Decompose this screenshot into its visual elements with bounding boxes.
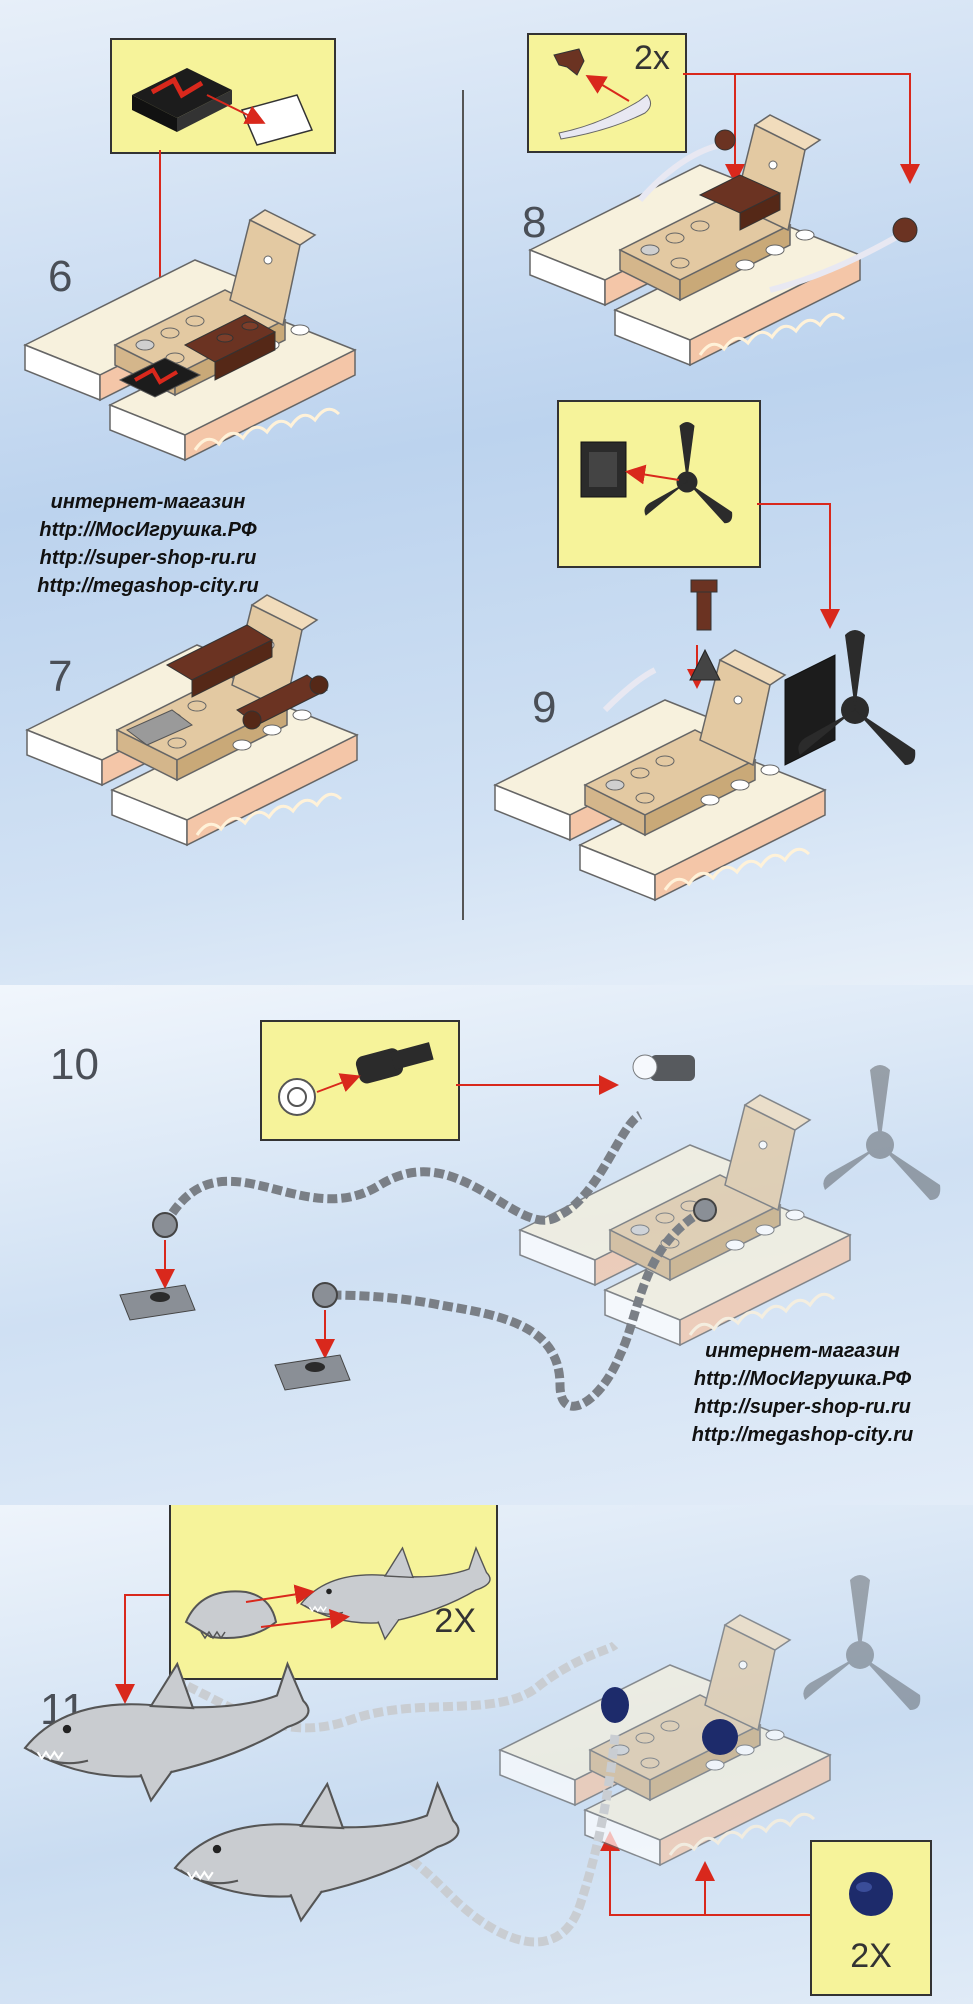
bottom-instruction-panel: 11 2X 2X <box>0 1505 973 2004</box>
step-number-6: 6 <box>48 252 73 301</box>
watermark-line-2: http://МосИгрушка.РФ <box>693 1368 912 1390</box>
boat-model-step9-icon <box>493 579 916 902</box>
step-number-10: 10 <box>50 1040 99 1089</box>
step8-callout: 2x <box>527 33 687 153</box>
step11-stud-quantity: 2X <box>850 1937 892 1975</box>
step-number-8: 8 <box>522 198 547 247</box>
horn-arm-icon <box>553 48 651 140</box>
propeller-part-icon <box>580 422 733 524</box>
boat-model-step8-icon <box>528 113 918 367</box>
shark-part-icon <box>184 1547 491 1640</box>
watermark-line-2: http://МосИгрушка.РФ <box>39 519 257 541</box>
step9-callout <box>557 400 761 568</box>
step11-shark-quantity: 2X <box>434 1602 476 1640</box>
watermark-line-1: интернет-магазин <box>705 1340 900 1362</box>
chain-icon <box>119 1110 717 1411</box>
step-number-9: 9 <box>532 683 557 732</box>
watermark-line-3: http://super-shop-ru.ru <box>39 547 257 569</box>
watermark-line-4: http://megashop-city.ru <box>691 1424 914 1446</box>
boat-model-step7-icon <box>25 593 359 847</box>
watermark-line-3: http://super-shop-ru.ru <box>694 1396 911 1418</box>
step6-callout <box>110 38 336 154</box>
telescope-part-icon <box>278 1042 434 1116</box>
step11-arrows-icon <box>115 1594 810 1916</box>
step8-quantity: 2x <box>634 39 670 77</box>
watermark-line-4: http://megashop-city.ru <box>37 575 259 597</box>
column-divider <box>462 90 464 920</box>
step10-callout <box>260 1020 460 1141</box>
watermark-line-1: интернет-магазин <box>50 491 246 513</box>
tile-sticker-icon <box>132 68 314 146</box>
top-instruction-panel: 6 интернет-магазин http://МосИгрушка.РФ … <box>0 0 973 985</box>
watermark-middle: интернет-магазин http://МосИгрушка.РФ ht… <box>660 1337 945 1449</box>
round-stud-icon <box>849 1872 893 1916</box>
middle-instruction-panel: 10 интернет-магазин <box>0 985 973 1505</box>
step10-arrow-icon <box>456 1075 619 1095</box>
boat-model-step6-icon <box>23 208 357 462</box>
step11-shark-callout: 2X <box>169 1505 498 1680</box>
step-number-7: 7 <box>48 652 73 701</box>
step11-stud-callout: 2X <box>810 1840 932 1996</box>
step8-arrows-icon <box>683 73 920 184</box>
boat-model-step10-icon <box>518 1054 941 1347</box>
watermark-top: интернет-магазин http://МосИгрушка.РФ ht… <box>8 488 288 600</box>
